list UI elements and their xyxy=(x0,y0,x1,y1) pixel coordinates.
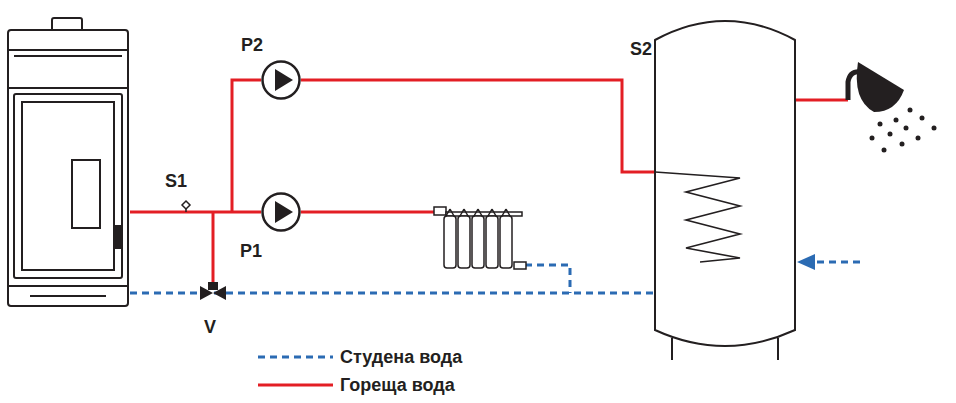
cold-inlet-arrow xyxy=(797,254,815,270)
part-label: V xyxy=(204,318,216,336)
legend-line-sample xyxy=(258,384,333,387)
pump-label: P2 xyxy=(241,36,263,54)
circulation-pump: P1 xyxy=(261,192,301,232)
radiator-supply-pipe xyxy=(301,211,434,214)
three-way-valve xyxy=(200,282,226,300)
hot-outlet-pipe xyxy=(795,99,848,102)
pump-symbol xyxy=(261,192,301,232)
sensor-stem xyxy=(185,209,187,212)
radiator xyxy=(434,207,526,269)
hot-supply-pipe xyxy=(130,211,261,214)
pump-label: P1 xyxy=(240,242,262,260)
legend-text: Студена вода xyxy=(340,348,462,366)
pellet-stove xyxy=(8,18,128,306)
shower-head xyxy=(848,62,937,153)
valve-pipe xyxy=(212,212,215,284)
part-label: S1 xyxy=(165,172,187,190)
pump-symbol xyxy=(261,60,301,100)
legend-text: Гореща вода xyxy=(340,376,455,394)
cold-return-pipe xyxy=(130,262,700,293)
legend-line-sample xyxy=(258,356,333,359)
circulation-pump: P2 xyxy=(261,60,301,100)
boiler-tank xyxy=(655,21,795,360)
cold-inlet-pipe xyxy=(815,261,860,264)
sensor-s1 xyxy=(182,201,190,209)
boiler-supply-pipe xyxy=(301,80,655,172)
hot-branch-pipe xyxy=(232,80,261,212)
part-label: S2 xyxy=(630,40,652,58)
radiator-return-pipe xyxy=(525,265,570,293)
